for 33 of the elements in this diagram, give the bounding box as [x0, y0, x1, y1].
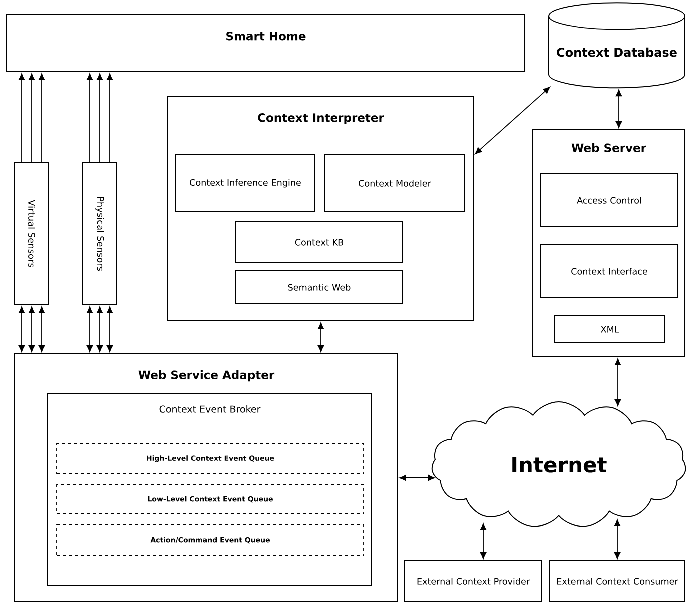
arrow: [86, 306, 94, 352]
arrow: [18, 306, 26, 352]
arrow: [614, 358, 622, 406]
arrow: [38, 74, 46, 163]
component-box: External Context Consumer: [550, 560, 686, 602]
arrow: [480, 524, 487, 560]
database-cylinder: Context Database: [548, 2, 686, 89]
sensor-box: Physical Sensors: [82, 162, 118, 306]
arrow: [400, 474, 436, 482]
component-box: Context KB: [236, 222, 404, 264]
component-box: External Context Provider: [404, 560, 542, 602]
arrow: [28, 74, 36, 163]
arrow: [86, 74, 94, 163]
arrow: [96, 74, 104, 163]
component-box: Context Interface: [540, 244, 678, 298]
arrow: [475, 87, 550, 154]
arrow: [318, 322, 324, 352]
arrow: [614, 520, 621, 560]
arrow: [18, 74, 26, 163]
component-box: Semantic Web: [236, 270, 404, 304]
internet-cloud: Internet: [432, 402, 686, 528]
component-box: Access Control: [540, 174, 678, 228]
arrow: [106, 306, 114, 352]
arrow: [106, 74, 114, 163]
arrow: [28, 306, 36, 352]
container-box: Smart Home: [6, 14, 526, 72]
arrow: [616, 90, 622, 128]
sensor-box: Virtual Sensors: [14, 162, 50, 306]
component-box: XML: [554, 316, 666, 344]
component-box: Context Inference Engine: [176, 154, 316, 212]
arrow: [96, 306, 104, 352]
arrow: [38, 306, 46, 352]
component-box: Context Modeler: [324, 154, 466, 212]
